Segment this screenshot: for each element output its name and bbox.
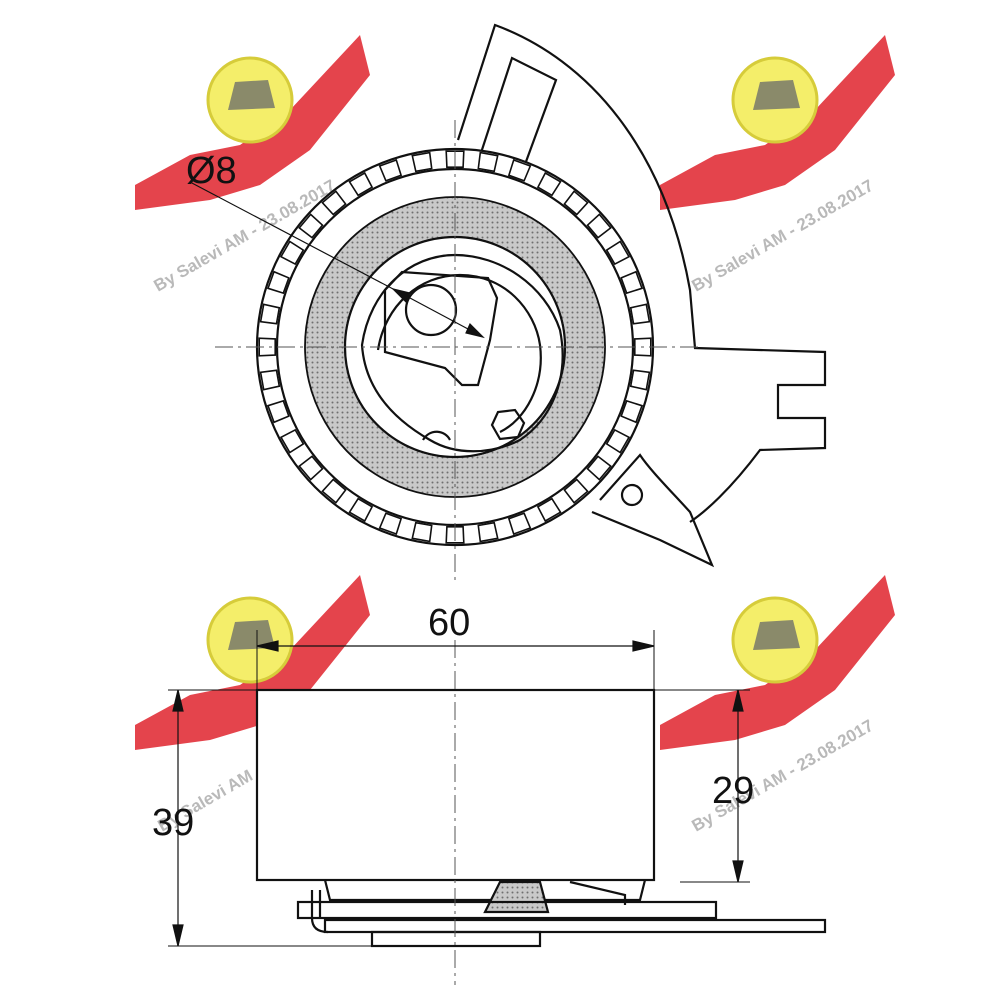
watermark-logo-1 xyxy=(135,35,370,210)
height-total-label: 39 xyxy=(152,802,194,844)
roller-tooth xyxy=(348,497,374,523)
roller-body xyxy=(255,688,656,882)
roller-tooth xyxy=(298,455,324,481)
bracket-plate xyxy=(323,918,827,934)
roller-tooth xyxy=(536,171,562,197)
roller-tooth xyxy=(605,240,631,266)
watermark-logo-2 xyxy=(660,35,895,210)
tensioner-arm xyxy=(456,23,827,523)
roller-tooth xyxy=(259,303,281,325)
base-plate xyxy=(296,900,718,920)
roller-tooth xyxy=(586,213,612,239)
roller-tooth xyxy=(298,213,324,239)
roller-tooth xyxy=(321,478,347,504)
bracket-bend xyxy=(310,890,329,934)
roller-tooth xyxy=(586,455,612,481)
roller-tooth xyxy=(259,369,281,391)
roller-tooth xyxy=(348,171,374,197)
height-roller-label: 29 xyxy=(712,770,754,812)
pointer-tab xyxy=(591,453,715,568)
watermark-logo-3 xyxy=(135,575,370,750)
roller-tooth xyxy=(477,521,499,543)
roller-teeth xyxy=(258,150,652,544)
roller-tooth xyxy=(477,151,499,173)
dimension-width xyxy=(256,630,655,690)
dimension-height-roller xyxy=(654,689,750,883)
arm-slot xyxy=(476,56,558,179)
roller-tooth xyxy=(620,270,644,295)
roller-tooth xyxy=(507,512,532,536)
centerlines-top xyxy=(215,120,700,580)
roller-tooth xyxy=(629,303,651,325)
roller-tooth xyxy=(620,399,644,424)
hub-cone xyxy=(483,880,550,914)
width-label: 60 xyxy=(428,602,470,644)
roller-tooth xyxy=(411,151,433,173)
roller-tooth xyxy=(536,497,562,523)
roller-tooth xyxy=(279,240,305,266)
roller-tooth xyxy=(378,158,403,182)
roller-tooth xyxy=(266,399,290,424)
notch xyxy=(422,430,451,441)
base-hub xyxy=(323,879,647,902)
hex-adjuster xyxy=(490,408,526,441)
watermark-logo-4 xyxy=(660,575,895,750)
eccentric-plate xyxy=(360,253,564,453)
side-view xyxy=(255,688,827,948)
center-hole xyxy=(404,283,458,337)
pointer-hole xyxy=(620,483,644,507)
dimension-height-total xyxy=(168,689,372,947)
roller-tooth xyxy=(378,512,403,536)
diameter-leader xyxy=(189,181,485,339)
roller-tooth xyxy=(279,428,305,454)
roller-tooth xyxy=(605,428,631,454)
roller-tooth xyxy=(629,369,651,391)
roller-tooth xyxy=(563,478,589,504)
hole-diameter-label: Ø8 xyxy=(186,150,237,192)
roller-tooth xyxy=(266,270,290,295)
roller-tooth xyxy=(321,190,347,216)
center-bracket xyxy=(383,270,499,387)
roller-tooth xyxy=(507,158,532,182)
bottom-flange xyxy=(370,930,542,948)
roller-tooth xyxy=(411,521,433,543)
roller-tooth xyxy=(563,190,589,216)
roller-tooth xyxy=(258,337,277,357)
